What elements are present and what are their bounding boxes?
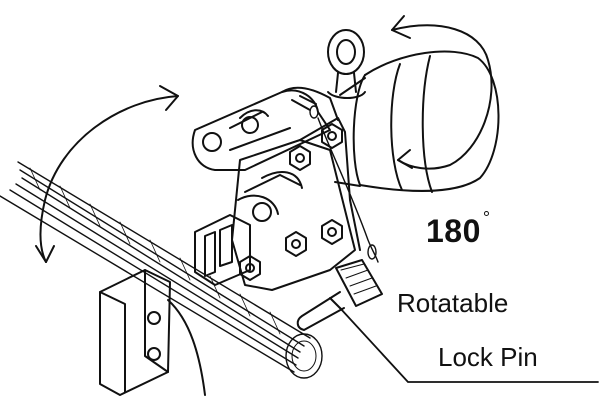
cylinder-body xyxy=(334,50,500,193)
upper-link-plate xyxy=(191,86,339,171)
rotation-arrow-left xyxy=(35,85,179,263)
lock-pin-leader-line xyxy=(339,307,599,383)
front-clamp-block xyxy=(99,269,206,396)
main-side-plate xyxy=(231,117,361,291)
rotatable-label: Rotatable xyxy=(397,288,509,318)
lock-pin xyxy=(296,259,383,331)
rotation-angle-label: 180° xyxy=(426,208,491,249)
wire-rope xyxy=(0,161,323,379)
rotation-arrow-cylinder xyxy=(391,15,493,170)
lock-pin-label: Lock Pin xyxy=(438,342,538,372)
eye-bolt xyxy=(327,29,366,99)
lower-jaw xyxy=(194,174,301,286)
safety-wire xyxy=(309,105,379,263)
degree-symbol: ° xyxy=(482,208,491,228)
